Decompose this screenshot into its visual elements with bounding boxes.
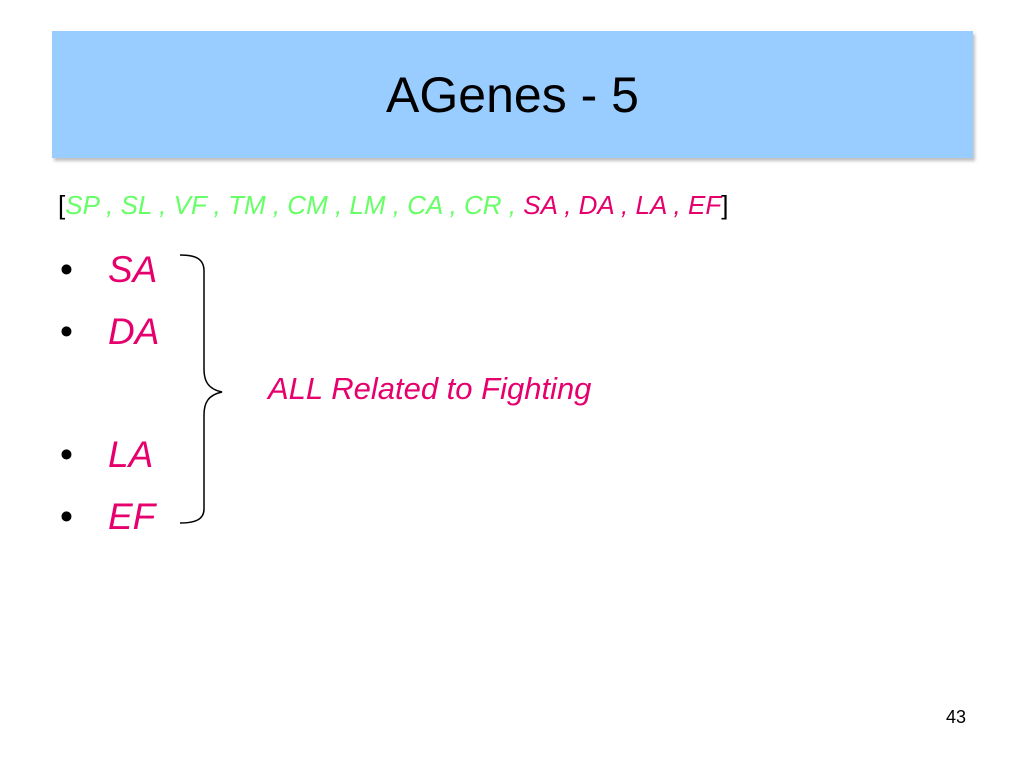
list-item: • DA	[60, 312, 159, 352]
right-brace-icon	[179, 254, 223, 524]
gene-sa: SA ,	[523, 190, 579, 220]
page-number: 43	[945, 707, 966, 727]
gene-cr: CR ,	[464, 190, 524, 220]
bullet-label: SA	[108, 249, 158, 290]
bullet-icon: •	[60, 249, 73, 290]
gene-cm: CM ,	[287, 190, 350, 220]
gene-ef: EF	[688, 190, 722, 220]
list-item: • SA	[60, 250, 157, 290]
bullet-icon: •	[60, 434, 73, 475]
title-bar: AGenes - 5	[52, 31, 973, 158]
fighting-annotation: ALL Related to Fighting	[268, 371, 592, 406]
fighting-gene-list: • SA • DA • LA • EF	[60, 0, 360, 768]
bullet-label: EF	[108, 496, 156, 537]
slide-title: AGenes - 5	[386, 66, 639, 123]
list-item: • EF	[60, 497, 155, 537]
gene-vf: VF ,	[173, 190, 229, 220]
gene-list-line: [SP , SL , VF , TM , CM , LM , CA , CR ,…	[58, 190, 728, 221]
gene-la: LA ,	[635, 190, 688, 220]
bullet-icon: •	[60, 311, 73, 352]
bullet-label: LA	[108, 434, 154, 475]
gene-lm: LM ,	[349, 190, 408, 220]
list-item: • LA	[60, 435, 153, 475]
gene-tm: TM ,	[228, 190, 288, 220]
gene-sl: SL ,	[120, 190, 174, 220]
open-bracket: [	[58, 190, 66, 220]
gene-da: DA ,	[578, 190, 636, 220]
bullet-icon: •	[60, 496, 73, 537]
gene-sp: SP ,	[65, 190, 121, 220]
gene-ca: CA ,	[407, 190, 465, 220]
bullet-label: DA	[108, 311, 160, 352]
close-bracket: ]	[721, 190, 729, 220]
